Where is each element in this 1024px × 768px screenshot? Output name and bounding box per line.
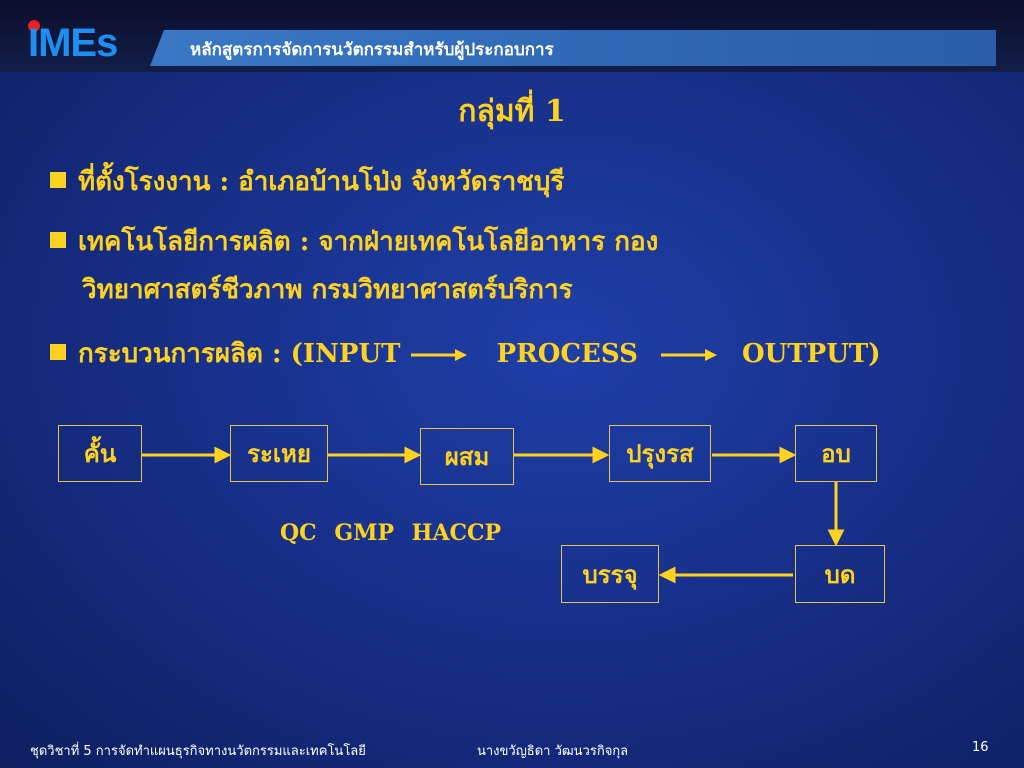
footer-center: นางขวัญธิดา วัฒนวรกิจกุล bbox=[477, 744, 629, 759]
bullet-square-icon bbox=[50, 344, 66, 360]
bullet-technology: เทคโนโลยีการผลิต : จากฝ่ายเทคโนโลยีอาหาร… bbox=[50, 220, 658, 264]
flow-arrowhead-6 bbox=[658, 566, 676, 584]
bullet-text: ที่ตั้งโรงงาน : อำเภอบ้านโป่ง จังหวัดราช… bbox=[78, 167, 565, 197]
flow-arrowhead-3 bbox=[592, 446, 610, 464]
logo: IMEs bbox=[28, 21, 118, 65]
flow-box-squeeze: คั้น bbox=[58, 425, 142, 482]
flow-box-label: คั้น bbox=[83, 439, 117, 468]
arrow-right-icon bbox=[411, 349, 468, 361]
bullet-square-icon bbox=[50, 172, 66, 188]
bullet-text: เทคโนโลยีการผลิต : จากฝ่ายเทคโนโลยีอาหาร… bbox=[78, 227, 659, 257]
flow-arrowhead-4 bbox=[779, 446, 797, 464]
flow-box-season: ปรุงรส bbox=[609, 425, 711, 482]
arrow-right-icon bbox=[660, 349, 717, 361]
bullet-square-icon bbox=[50, 232, 66, 248]
flow-box-label: บรรจุ bbox=[582, 559, 638, 589]
flow-box-evaporate: ระเหย bbox=[230, 425, 328, 482]
flow-arrowhead-1 bbox=[214, 446, 232, 464]
bullet-location: ที่ตั้งโรงงาน : อำเภอบ้านโป่ง จังหวัดราช… bbox=[50, 160, 564, 204]
flow-box-label: ผสม bbox=[444, 442, 490, 471]
process-prefix: กระบวนการผลิต : (INPUT bbox=[78, 339, 401, 369]
flow-arrowhead-2 bbox=[404, 446, 422, 464]
flow-box-label: ปรุงรส bbox=[626, 439, 694, 468]
flow-box-label: บด bbox=[824, 559, 856, 589]
process-suffix: OUTPUT) bbox=[741, 339, 881, 369]
banner: หลักสูตรการจัดการนวัตกรรมสำหรับผู้ประกอบ… bbox=[150, 30, 996, 66]
slide-title: กลุ่มที่ 1 bbox=[458, 94, 566, 129]
process-middle: PROCESS bbox=[496, 339, 638, 369]
banner-text: หลักสูตรการจัดการนวัตกรรมสำหรับผู้ประกอบ… bbox=[190, 40, 554, 60]
page-number: 16 bbox=[972, 740, 989, 755]
quality-labels: QC GMP HACCP bbox=[280, 520, 502, 546]
bullet-technology-continued: วิทยาศาสตร์ชีวภาพ กรมวิทยาศาสตร์บริการ bbox=[82, 275, 573, 305]
bullet-process: กระบวนการผลิต : (INPUT PROCESS OUTPUT) bbox=[50, 332, 881, 376]
flow-box-bake: อบ bbox=[795, 425, 877, 482]
flow-box-package: บรรจุ bbox=[561, 545, 659, 603]
footer-left: ชุดวิชาที่ 5 การจัดทำแผนธุรกิจทางนวัตกรร… bbox=[30, 744, 366, 759]
flow-box-mix: ผสม bbox=[420, 428, 514, 485]
flow-box-label: อบ bbox=[821, 439, 851, 468]
flow-box-label: ระเหย bbox=[247, 439, 311, 468]
logo-dot bbox=[28, 20, 40, 32]
flow-arrowhead-5 bbox=[827, 529, 845, 547]
flow-box-grind: บด bbox=[795, 545, 885, 603]
